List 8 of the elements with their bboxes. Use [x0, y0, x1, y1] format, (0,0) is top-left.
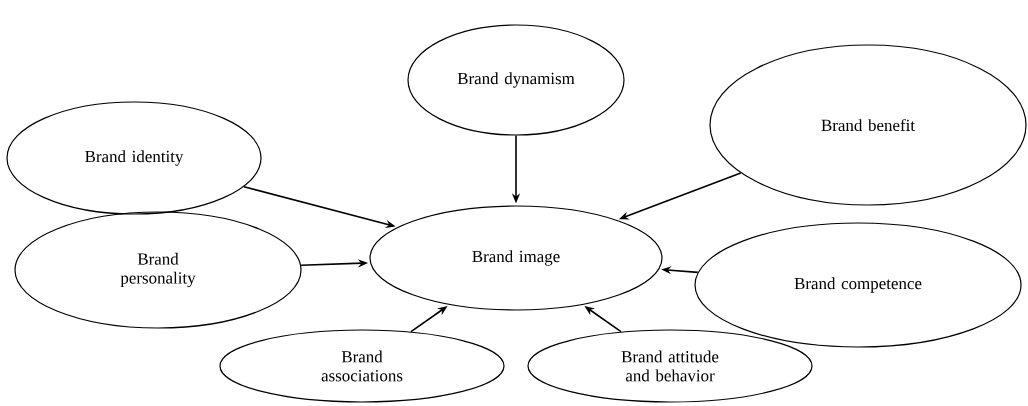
- ellipse-node: Brand benefit: [709, 44, 1027, 206]
- ellipse-node: Brand associations: [219, 329, 505, 403]
- ellipse-node: Brand identity: [6, 101, 262, 215]
- ellipse-node: Brand image: [369, 205, 663, 311]
- ellipse-node: Brand dynamism: [407, 24, 625, 136]
- ellipse-node: Brand competence: [694, 222, 1022, 348]
- ellipse-node: Brand attitude and behavior: [527, 329, 813, 403]
- ellipse-node: Brand personality: [14, 211, 302, 329]
